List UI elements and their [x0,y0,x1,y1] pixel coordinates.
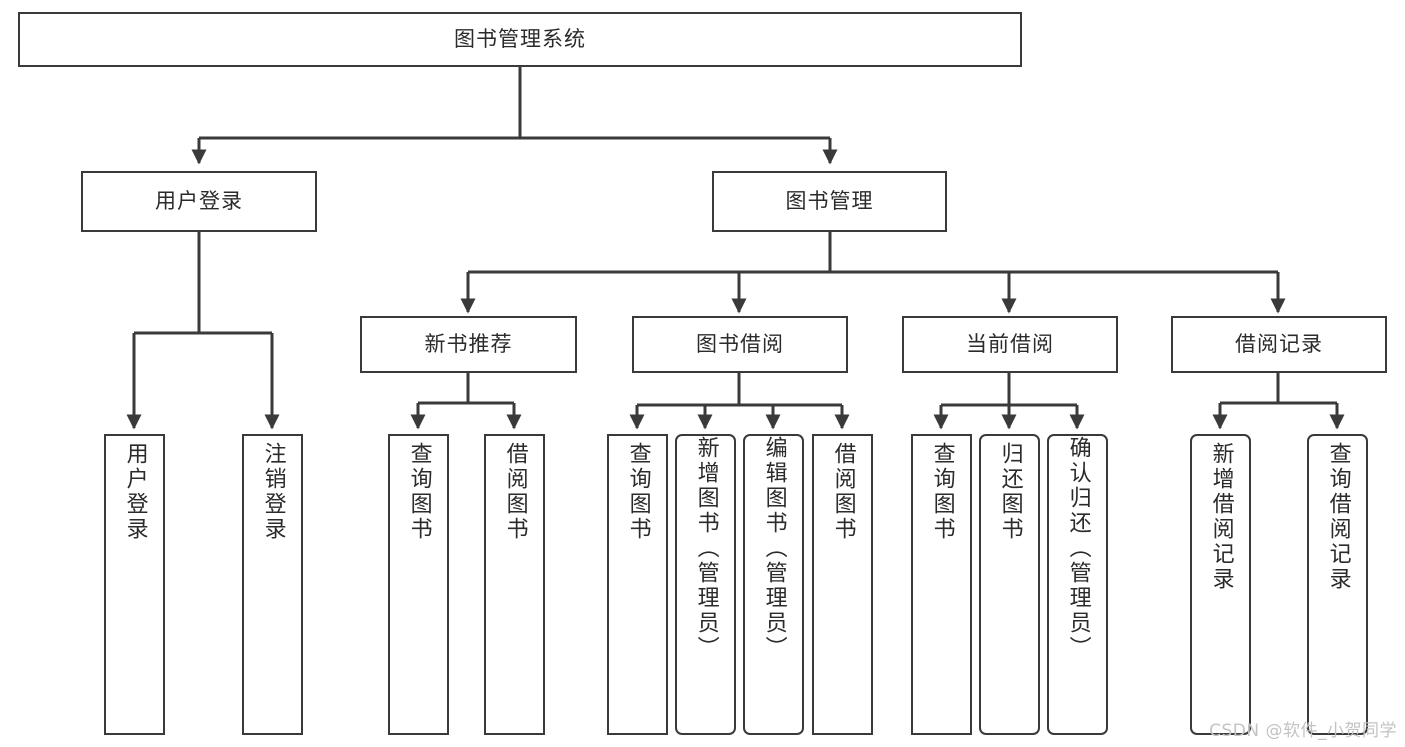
leaf-logout-login[interactable]: 注销登录 [242,434,303,735]
leaf-edit-book[interactable]: 编辑图书（管理员） [743,434,804,735]
leaf-add-book[interactable]: 新增图书（管理员） [675,434,736,735]
node-borrow-record-label: 借阅记录 [1235,331,1323,356]
leaf-query-book-1-label: 查询图书 [406,442,432,542]
node-new-book-recommend[interactable]: 新书推荐 [360,316,577,373]
leaf-logout-login-label: 注销登录 [260,442,286,542]
leaf-confirm-return[interactable]: 确认归还（管理员） [1047,434,1108,735]
node-current-borrow[interactable]: 当前借阅 [902,316,1118,373]
node-book-manage[interactable]: 图书管理 [712,171,947,232]
node-root-label: 图书管理系统 [454,26,586,51]
leaf-query-book-3[interactable]: 查询图书 [911,434,972,735]
leaf-edit-book-label: 编辑图书（管理员） [761,436,787,661]
leaf-user-login-label: 用户登录 [122,442,148,542]
leaf-return-book-label: 归还图书 [997,442,1023,542]
leaf-user-login[interactable]: 用户登录 [104,434,165,735]
leaf-add-record-label: 新增借阅记录 [1208,442,1234,592]
leaf-query-book-1[interactable]: 查询图书 [388,434,449,735]
node-book-borrow-label: 图书借阅 [696,331,784,356]
leaf-query-record[interactable]: 查询借阅记录 [1307,434,1368,735]
node-user-login[interactable]: 用户登录 [81,171,317,232]
leaf-query-book-3-label: 查询图书 [929,442,955,542]
leaf-confirm-return-label: 确认归还（管理员） [1065,436,1091,661]
node-root[interactable]: 图书管理系统 [18,12,1022,67]
node-new-book-recommend-label: 新书推荐 [424,331,513,356]
leaf-query-record-label: 查询借阅记录 [1325,442,1351,592]
leaf-borrow-book-2[interactable]: 借阅图书 [812,434,873,735]
leaf-query-book-2-label: 查询图书 [625,442,651,542]
leaf-add-record[interactable]: 新增借阅记录 [1190,434,1251,735]
leaf-query-book-2[interactable]: 查询图书 [607,434,668,735]
leaf-add-book-label: 新增图书（管理员） [693,436,719,661]
leaf-borrow-book-2-label: 借阅图书 [830,442,856,542]
node-user-login-label: 用户登录 [155,188,243,213]
csdn-watermark: CSDN @软件_小贺同学 [1209,721,1397,741]
node-book-manage-label: 图书管理 [785,188,874,213]
node-book-borrow[interactable]: 图书借阅 [632,316,848,373]
leaf-borrow-book-1[interactable]: 借阅图书 [484,434,545,735]
node-current-borrow-label: 当前借阅 [966,331,1054,356]
leaf-return-book[interactable]: 归还图书 [979,434,1040,735]
node-borrow-record[interactable]: 借阅记录 [1171,316,1387,373]
leaf-borrow-book-1-label: 借阅图书 [502,442,528,542]
